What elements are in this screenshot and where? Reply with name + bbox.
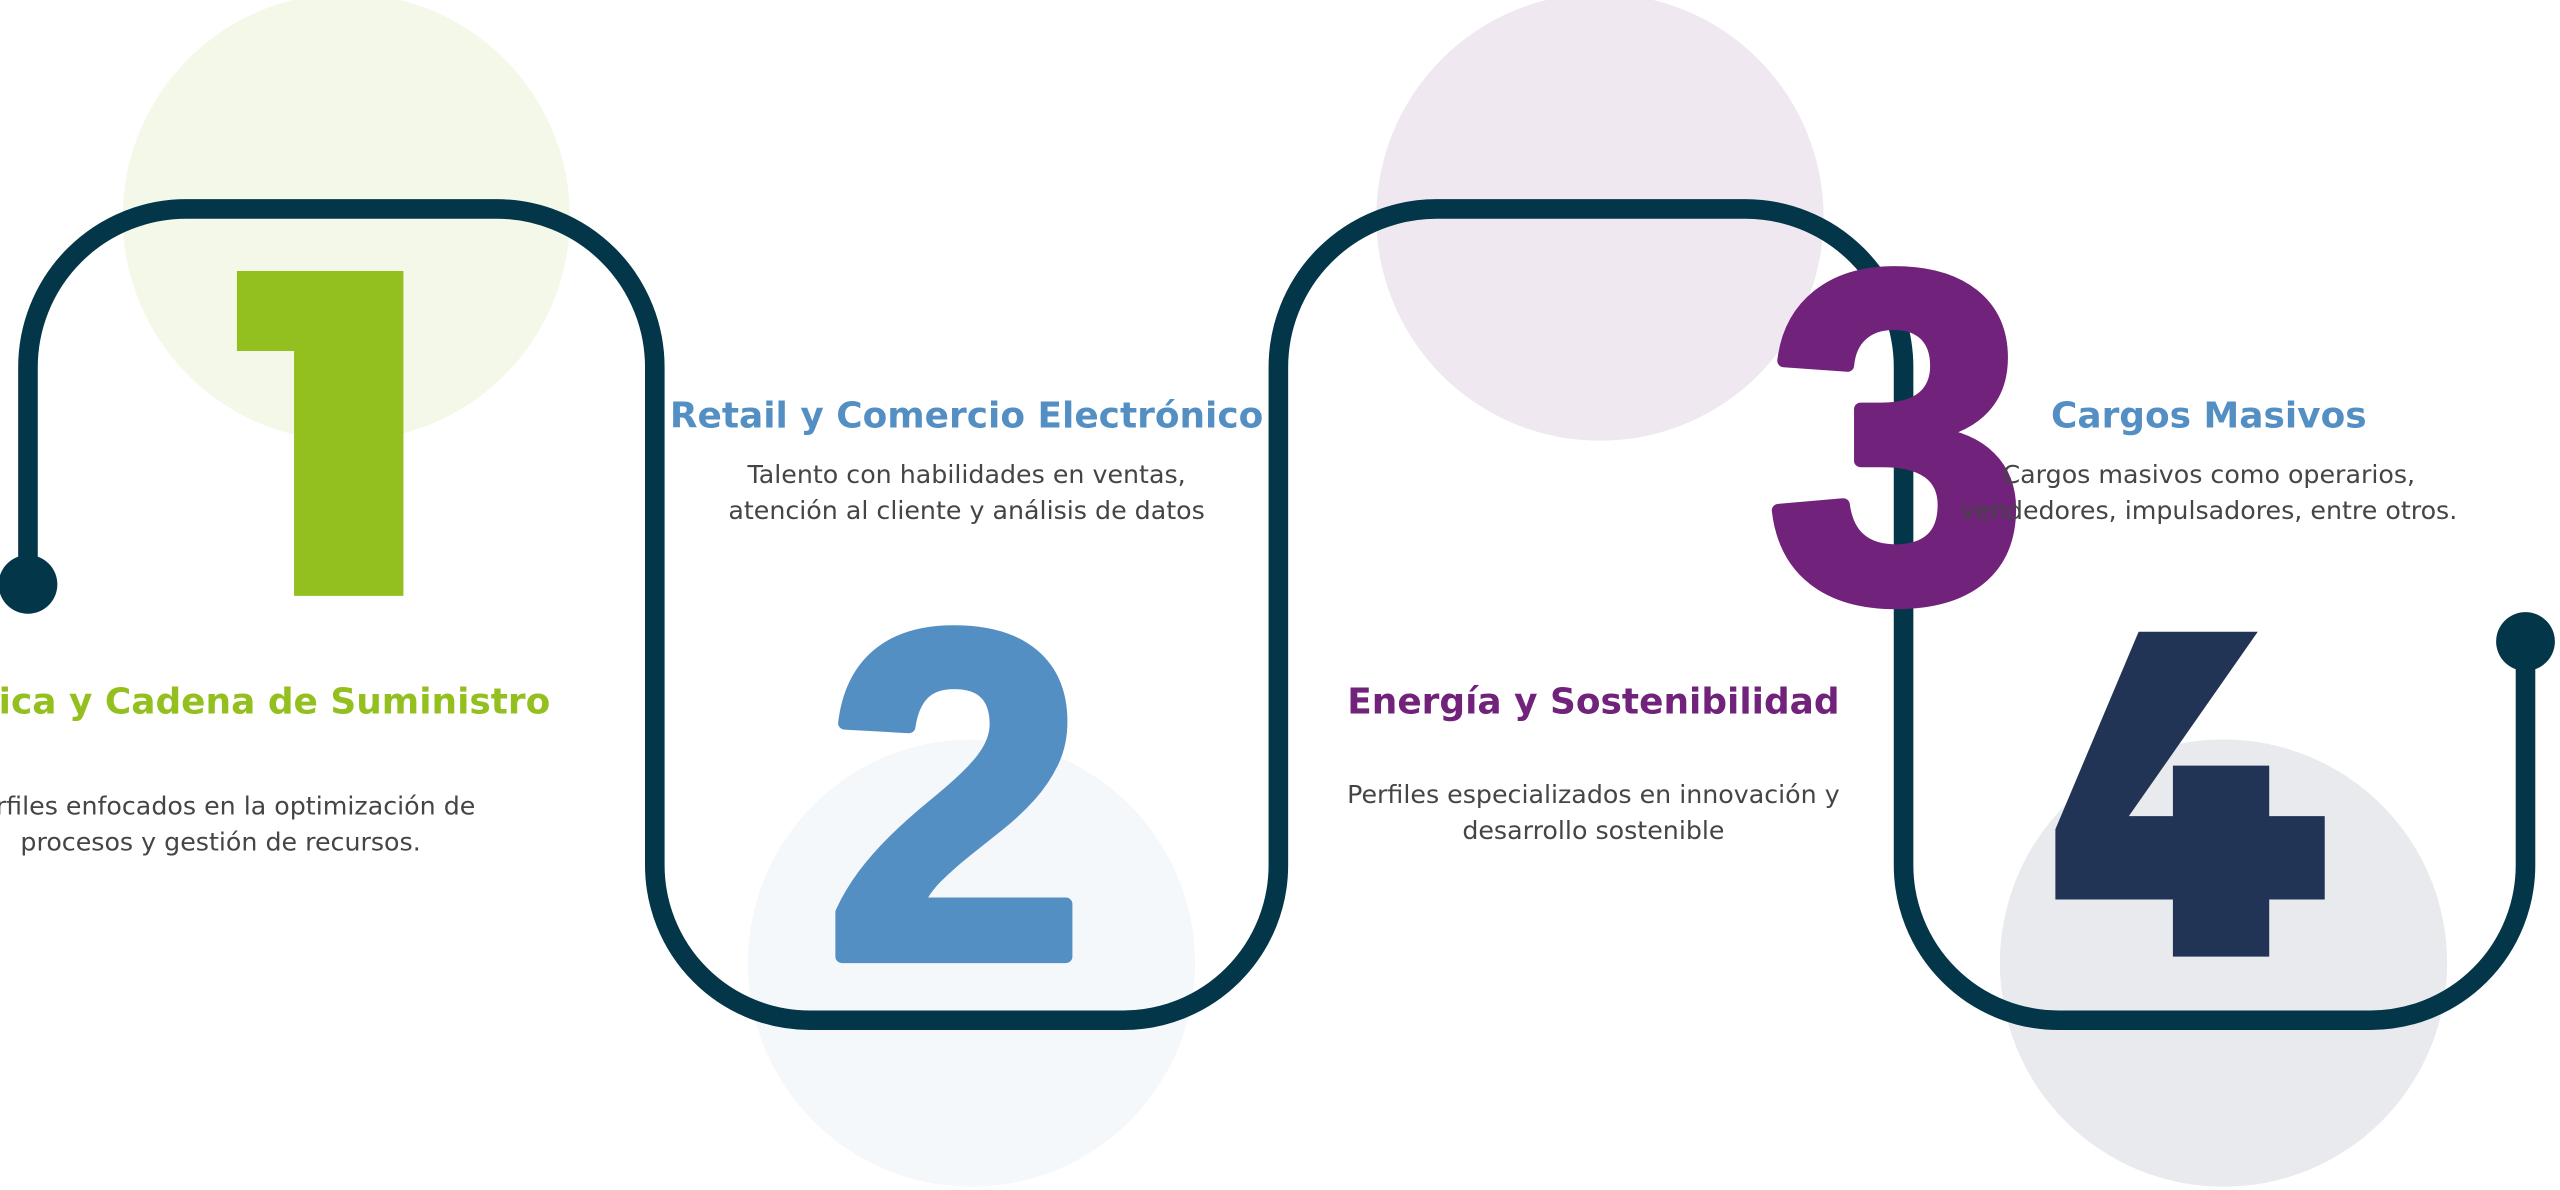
digit-3: 3: [1768, 176, 2027, 696]
step-3-desc-line-1: Perfiles especializados en innovación y: [1347, 780, 1840, 809]
step-1-desc-line-1: Perfiles enfocados en la optimización de: [0, 792, 475, 821]
step-1-title: Logística y Cadena de Suministro: [0, 681, 550, 722]
bg-circle-2: [747, 739, 1196, 1187]
step-2-title: Retail y Comercio Electrónico: [670, 396, 1264, 437]
step-4-desc-line-2: vendedores, impulsadores, entre otros.: [1960, 496, 2457, 525]
timeline-end-dot: [2496, 612, 2555, 671]
step-2-desc-line-2: atención al cliente y análisis de datos: [728, 496, 1205, 525]
step-3-title: Energía y Sostenibilidad: [1347, 681, 1839, 722]
timeline-path: [18, 199, 2536, 1031]
step-1-desc-line-2: procesos y gestión de recursos.: [20, 827, 420, 856]
digit-4: [2055, 631, 2325, 957]
digit-2: 2: [826, 536, 1085, 1056]
step-3-desc-line-2: desarrollo sostenible: [1462, 816, 1724, 845]
bg-circle-3: [1376, 0, 1824, 441]
step-4-desc-line-1: Cargos masivos como operarios,: [2003, 460, 2416, 489]
bg-circle-1: [122, 0, 570, 441]
timeline-start-dot: [0, 555, 58, 614]
digit-1: [236, 270, 404, 596]
step-4-title: Cargos Masivos: [2051, 396, 2367, 437]
step-2-desc-line-1: Talento con habilidades en ventas,: [746, 460, 1185, 489]
